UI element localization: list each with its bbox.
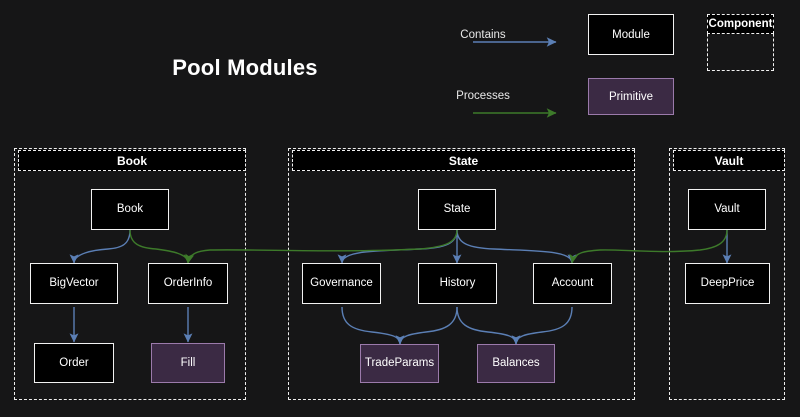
node-book[interactable]: Book: [91, 189, 169, 230]
legend-module-text: Module: [612, 29, 650, 41]
legend-processes-label: Processes: [428, 90, 538, 102]
legend-module-box: Module: [588, 14, 674, 55]
node-vault-label: Vault: [714, 203, 739, 216]
group-book-header: Book: [18, 150, 246, 171]
node-vault[interactable]: Vault: [688, 189, 766, 230]
page-title: Pool Modules: [0, 55, 490, 81]
legend-component-text: Component: [709, 18, 773, 30]
node-fill[interactable]: Fill: [151, 343, 225, 383]
node-state[interactable]: State: [418, 189, 496, 230]
node-order-label: Order: [59, 357, 88, 370]
legend-contains-label: Contains: [428, 29, 538, 41]
node-tradeparams-label: TradeParams: [365, 357, 434, 370]
group-state-header: State: [292, 150, 635, 171]
node-account-label: Account: [552, 277, 594, 290]
node-book-label: Book: [117, 203, 143, 216]
node-tradeparams[interactable]: TradeParams: [360, 344, 439, 383]
node-balances-label: Balances: [492, 357, 539, 370]
node-deepprice[interactable]: DeepPrice: [685, 263, 770, 304]
node-orderinfo-label: OrderInfo: [164, 277, 213, 290]
legend-component-header: Component: [707, 14, 774, 34]
node-bigvector-label: BigVector: [49, 277, 98, 290]
node-order[interactable]: Order: [34, 343, 114, 383]
legend-primitive-text: Primitive: [609, 91, 653, 103]
group-book-label: Book: [117, 154, 147, 168]
node-balances[interactable]: Balances: [477, 344, 555, 383]
group-vault-header: Vault: [673, 150, 785, 171]
node-history-label: History: [440, 277, 476, 290]
node-account[interactable]: Account: [533, 263, 612, 304]
group-state-label: State: [449, 154, 478, 168]
node-state-label: State: [444, 203, 471, 216]
group-vault-label: Vault: [715, 154, 744, 168]
node-deepprice-label: DeepPrice: [701, 277, 755, 290]
node-governance-label: Governance: [310, 277, 373, 290]
node-fill-label: Fill: [181, 357, 196, 370]
legend-primitive-box: Primitive: [588, 78, 674, 115]
node-history[interactable]: History: [418, 263, 497, 304]
node-orderinfo[interactable]: OrderInfo: [148, 263, 228, 304]
node-governance[interactable]: Governance: [302, 263, 381, 304]
node-bigvector[interactable]: BigVector: [30, 263, 118, 304]
